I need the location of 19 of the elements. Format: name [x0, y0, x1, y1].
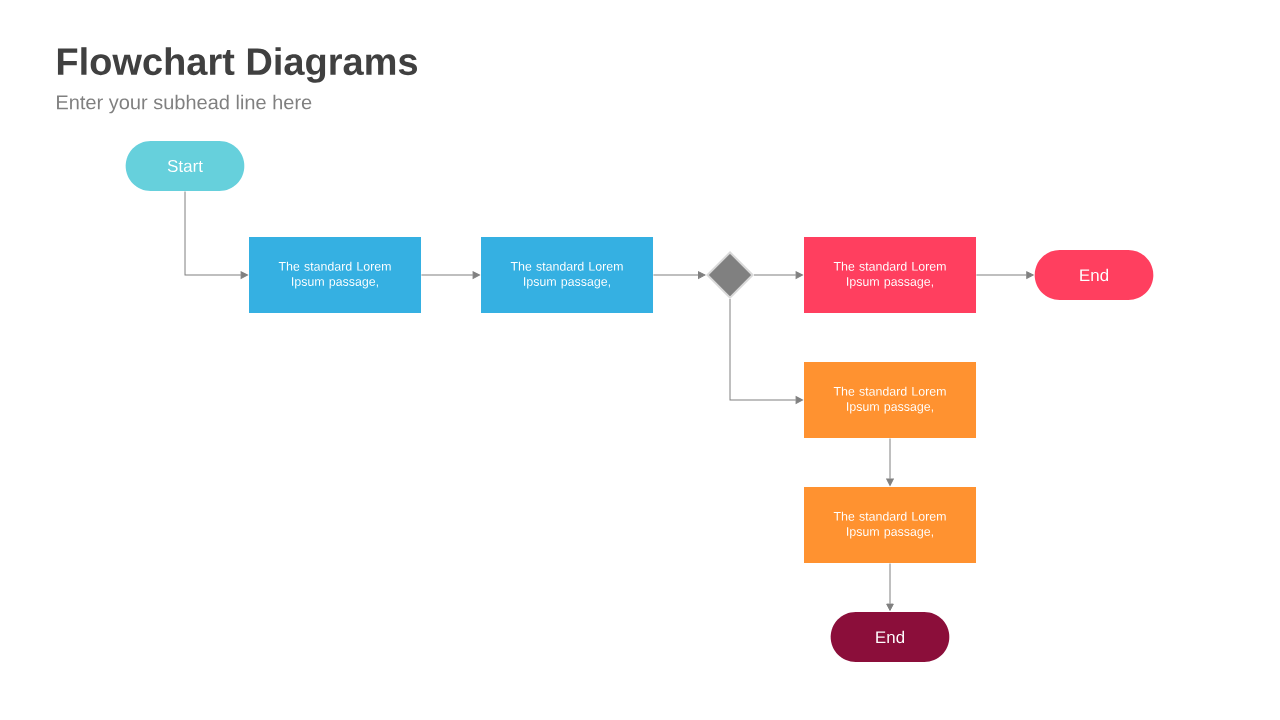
arrow	[975, 271, 1034, 279]
subtitle: Enter your subhead line here	[57, 94, 312, 114]
process-box: The standard Lorem Ipsum passage,	[481, 237, 653, 313]
end-terminal: End	[1034, 250, 1154, 300]
process-box: The standard Lorem Ipsum passage,	[804, 487, 976, 563]
arrow	[753, 271, 803, 279]
end-terminal: End	[830, 612, 950, 662]
arrow	[886, 437, 894, 486]
process-box: The standard Lorem Ipsum passage,	[249, 237, 421, 313]
process-box: The standard Lorem Ipsum passage,	[804, 362, 976, 438]
arrow	[652, 271, 706, 279]
arrow	[184, 190, 248, 279]
arrow	[420, 271, 480, 279]
arrow	[886, 562, 894, 611]
arrow	[729, 298, 803, 404]
title: Flowchart Diagrams	[57, 47, 417, 83]
decision-diamond	[706, 251, 754, 299]
process-box: The standard Lorem Ipsum passage,	[804, 237, 976, 313]
start-terminal: Start	[125, 141, 245, 191]
